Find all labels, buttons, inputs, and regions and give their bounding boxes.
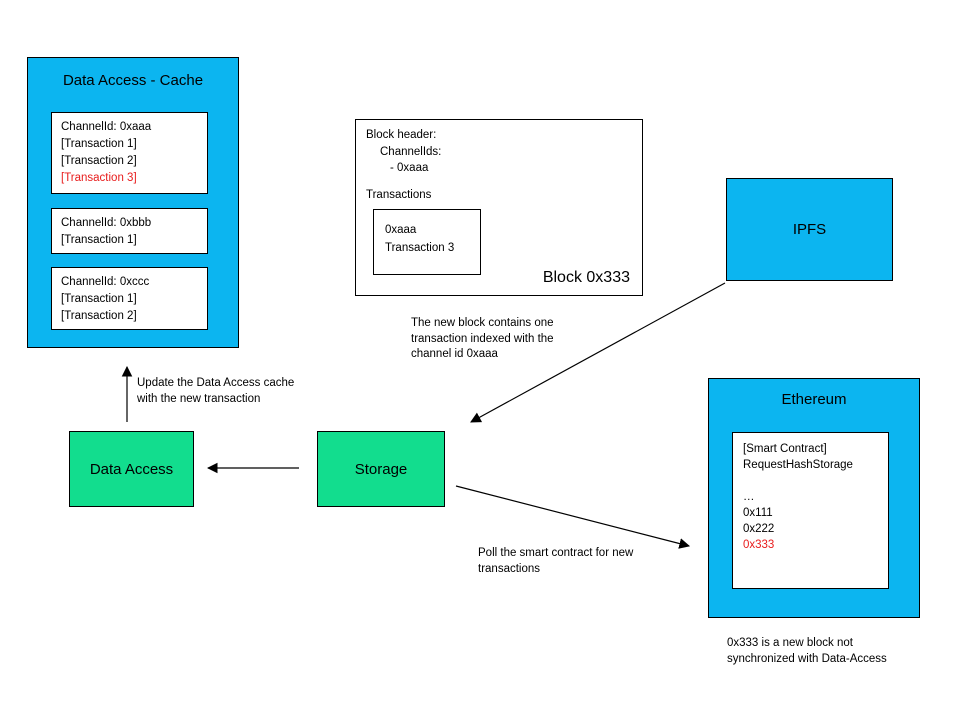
transaction-item: [Transaction 1] xyxy=(61,293,137,305)
block-title: Block 0x333 xyxy=(542,269,630,286)
cache-channel-ccc: ChannelId: 0xccc [Transaction 1] [Transa… xyxy=(51,267,208,330)
contract-line: [Smart Contract] xyxy=(743,443,827,455)
arrow-storage-to-ethereum xyxy=(455,485,691,549)
block-header-label: Block header: xyxy=(366,129,437,141)
transaction-item: [Transaction 2] xyxy=(61,155,137,167)
block-channelids-label: ChannelIds: xyxy=(380,146,442,158)
storage-title: Storage xyxy=(354,460,408,478)
tx-channel: 0xaaa xyxy=(385,224,417,236)
channel-id-label: ChannelId: 0xccc xyxy=(61,276,150,288)
contract-line: … xyxy=(743,491,755,503)
annotation-not-synchronized: 0x333 is a new block not synchronized wi… xyxy=(727,637,887,665)
transaction-item: [Transaction 1] xyxy=(61,138,137,150)
annotation-new-block: The new block contains one transaction i… xyxy=(411,317,554,360)
block-box: Block header: ChannelIds: - 0xaaa Transa… xyxy=(355,119,643,296)
data-access-box: Data Access xyxy=(69,431,194,507)
contract-spacer xyxy=(743,473,878,489)
block-transaction-box: 0xaaa Transaction 3 xyxy=(373,209,481,275)
contract-line: 0x111 xyxy=(743,507,773,519)
contract-line: RequestHashStorage xyxy=(743,459,853,471)
ethereum-box: Ethereum [Smart Contract] RequestHashSto… xyxy=(708,378,920,618)
cache-channel-aaa: ChannelId: 0xaaa [Transaction 1] [Transa… xyxy=(51,112,208,194)
smart-contract-box: [Smart Contract] RequestHashStorage … 0x… xyxy=(732,432,889,589)
cache-box: Data Access - Cache ChannelId: 0xaaa [Tr… xyxy=(27,57,239,348)
transaction-item: [Transaction 1] xyxy=(61,234,137,246)
contract-line-new-block: 0x333 xyxy=(743,539,775,551)
contract-line: 0x222 xyxy=(743,523,775,535)
ipfs-box: IPFS xyxy=(726,178,893,281)
tx-name: Transaction 3 xyxy=(385,242,455,254)
block-channelid-item: - 0xaaa xyxy=(390,162,429,174)
ipfs-title: IPFS xyxy=(792,221,827,238)
transaction-item: [Transaction 2] xyxy=(61,310,137,322)
channel-id-label: ChannelId: 0xaaa xyxy=(61,121,152,133)
annotation-poll-contract: Poll the smart contract for new transact… xyxy=(478,547,634,575)
ethereum-title: Ethereum xyxy=(781,391,847,408)
cache-title: Data Access - Cache xyxy=(62,72,204,89)
channel-id-label: ChannelId: 0xbbb xyxy=(61,217,152,229)
cache-channel-bbb: ChannelId: 0xbbb [Transaction 1] xyxy=(51,208,208,254)
block-transactions-label: Transactions xyxy=(366,189,432,201)
annotation-update-cache: Update the Data Access cache with the ne… xyxy=(137,377,295,405)
data-access-title: Data Access xyxy=(89,460,174,478)
storage-box: Storage xyxy=(317,431,445,507)
transaction-item-new: [Transaction 3] xyxy=(61,172,137,184)
